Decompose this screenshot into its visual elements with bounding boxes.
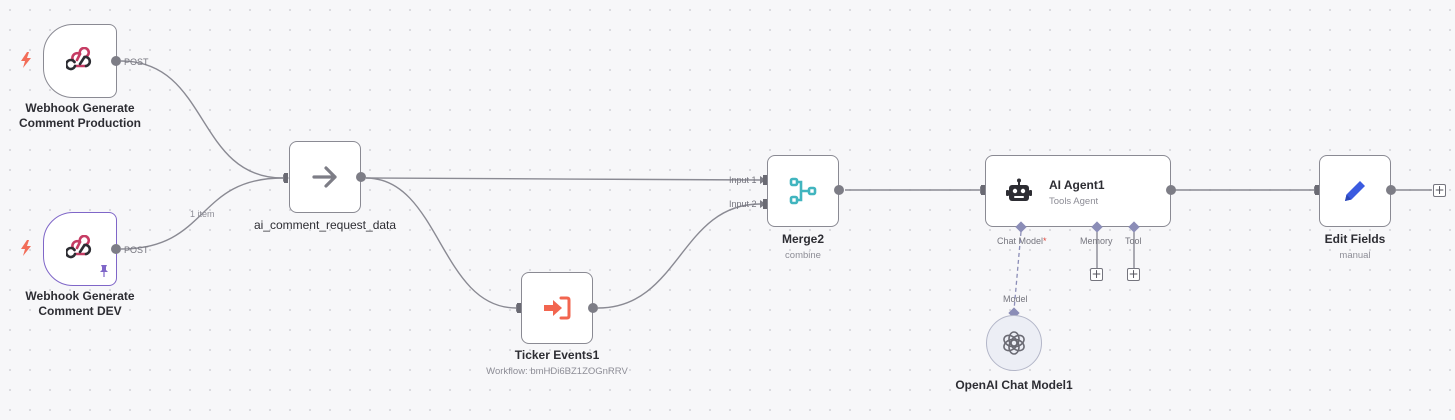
pencil-icon <box>1345 181 1365 201</box>
ai-comment-request-data-title: ai_comment_request_data <box>253 218 397 232</box>
edge-item-count-label: 1 item <box>190 209 215 219</box>
openai-chat-model-node[interactable] <box>986 315 1042 371</box>
ai-comment-request-data-node[interactable] <box>289 141 361 213</box>
execute-workflow-icon <box>544 296 571 320</box>
ticker-events-title: Ticker Events1 <box>514 348 600 362</box>
webhook-dev-output-label: POST <box>124 245 149 255</box>
pin-icon <box>100 265 108 277</box>
lightning-bolt-icon <box>21 52 31 68</box>
ai-agent-output-handle[interactable] <box>1166 185 1176 195</box>
ai-comment-input-handle[interactable] <box>284 173 288 183</box>
edge-ai-comment-to-ticker <box>365 177 517 309</box>
merge-input-1-label: Input 1 <box>729 175 757 185</box>
merge-input-1-handle[interactable] <box>763 175 767 185</box>
webhook-production-title: Webhook Generate Comment Production <box>19 101 141 130</box>
add-memory-button[interactable]: + <box>1090 267 1103 281</box>
merge-input-2-handle[interactable] <box>763 199 767 209</box>
add-node-button[interactable]: + <box>1433 183 1446 197</box>
webhook-production-output-label: POST <box>124 57 149 67</box>
agent-memory-label: Memory <box>1080 236 1113 246</box>
edge-ai-comment-to-merge <box>365 177 761 181</box>
webhook-icon <box>66 47 92 71</box>
add-tool-button[interactable]: + <box>1127 267 1140 281</box>
ai-agent-title: AI Agent1 <box>1049 178 1105 192</box>
merge-input-2-label: Input 2 <box>729 199 757 209</box>
merge-subtitle: combine <box>785 250 821 261</box>
merge-title: Merge2 <box>781 232 825 246</box>
webhook-dev-output-handle[interactable] <box>111 244 121 254</box>
edge-ticker-to-merge <box>597 203 761 309</box>
webhook-icon <box>66 235 92 259</box>
openai-icon <box>1003 331 1025 355</box>
merge-node[interactable] <box>767 155 839 227</box>
required-mark: * <box>1043 236 1047 246</box>
openai-model-port-label: Model <box>1003 294 1028 304</box>
ticker-output-handle[interactable] <box>588 303 598 313</box>
robot-icon <box>1006 178 1032 201</box>
webhook-dev-node[interactable] <box>43 212 117 286</box>
arrow-right-icon <box>312 166 337 188</box>
agent-tool-label: Tool <box>1125 236 1142 246</box>
ticker-events-subtitle: Workflow: bmHDi6BZ1ZOGnRRV <box>486 366 628 377</box>
agent-input-handle[interactable] <box>981 185 985 195</box>
chat-model-label-text: Chat Model <box>997 236 1044 246</box>
webhook-dev-title: Webhook Generate Comment DEV <box>25 289 135 318</box>
edit-fields-node[interactable] <box>1319 155 1391 227</box>
webhook-production-node[interactable] <box>43 24 117 98</box>
ai-agent-node[interactable]: AI Agent1 Tools Agent <box>985 155 1171 227</box>
edit-fields-title: Edit Fields <box>1324 232 1386 246</box>
agent-chat-model-label: Chat Model* <box>997 236 1047 246</box>
ticker-events-node[interactable] <box>521 272 593 344</box>
merge-output-handle[interactable] <box>834 185 844 195</box>
edit-fields-output-handle[interactable] <box>1386 185 1396 195</box>
openai-chat-model-title: OpenAI Chat Model1 <box>955 378 1073 392</box>
edit-fields-subtitle: manual <box>1339 250 1371 261</box>
webhook-production-output-handle[interactable] <box>111 56 121 66</box>
ai-agent-subtitle: Tools Agent <box>1049 196 1099 207</box>
merge-icon <box>789 177 817 205</box>
lightning-bolt-icon <box>21 240 31 256</box>
ticker-input-handle[interactable] <box>517 303 521 313</box>
edit-fields-input-handle[interactable] <box>1315 185 1319 195</box>
ai-comment-output-handle[interactable] <box>356 172 366 182</box>
